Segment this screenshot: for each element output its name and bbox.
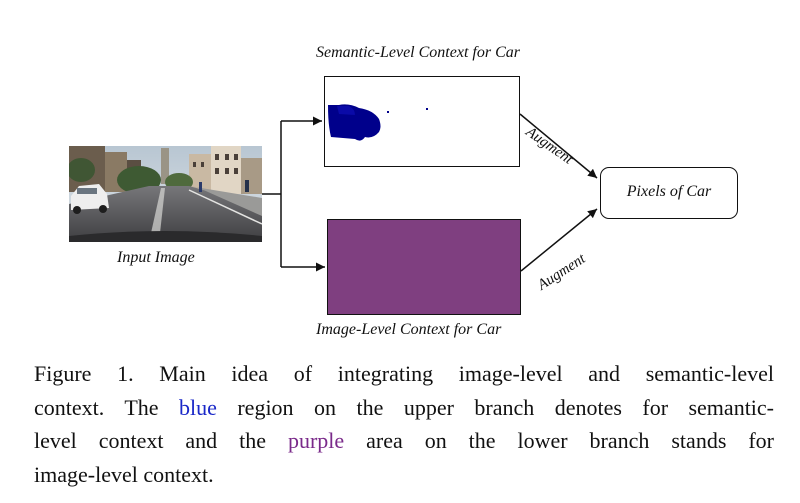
semantic-car-mask bbox=[328, 104, 428, 141]
pixels-of-car-label: Pixels of Car bbox=[626, 183, 712, 200]
caption-text: region on the upper branch denotes for s… bbox=[216, 394, 775, 420]
caption-line-4: image-level context. bbox=[34, 461, 214, 487]
caption-line-1: Figure 1. Main idea of integrating image… bbox=[34, 361, 774, 386]
caption-line-3: level context and the purple area on the… bbox=[34, 424, 774, 458]
caption-text: level context and the bbox=[34, 428, 288, 453]
image-context-label: Image-Level Context for Car bbox=[316, 321, 502, 338]
input-image-label: Input Image bbox=[117, 249, 195, 266]
semantic-context-label: Semantic-Level Context for Car bbox=[316, 44, 520, 61]
caption-purple-word: purple bbox=[287, 428, 345, 453]
figure-caption: Figure 1. Main idea of integrating image… bbox=[34, 357, 774, 491]
augment-top-arrow bbox=[519, 113, 598, 179]
caption-blue-word: blue bbox=[179, 394, 217, 420]
pixels-of-car-box: Pixels of Car bbox=[600, 167, 738, 219]
street-scene-photo bbox=[69, 146, 262, 242]
caption-line-2: context. The blue region on the upper br… bbox=[34, 391, 774, 425]
augment-bottom-arrow bbox=[520, 208, 598, 272]
image-context-box bbox=[327, 219, 521, 315]
semantic-context-box bbox=[324, 76, 520, 167]
caption-text: context. The bbox=[34, 394, 179, 420]
caption-text: area on the lower branch stands for bbox=[344, 428, 774, 453]
